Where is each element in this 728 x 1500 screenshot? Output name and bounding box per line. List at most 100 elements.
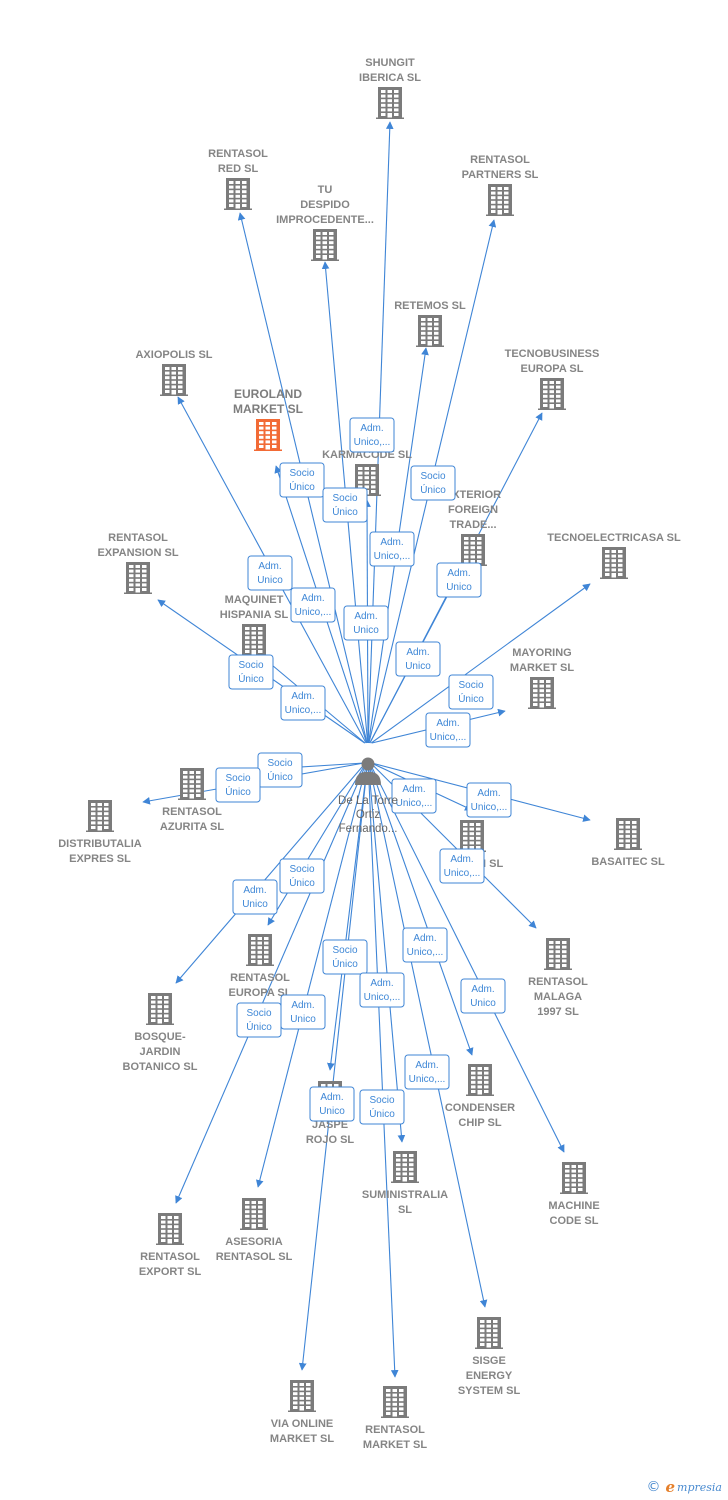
- badge-label: Unico,...: [409, 1074, 446, 1085]
- brand-name: mpresia: [677, 1480, 722, 1494]
- brand-initial: e: [665, 1478, 676, 1496]
- company-node-retemos[interactable]: RETEMOS SL: [394, 300, 466, 347]
- badge-label: Adm.: [291, 691, 314, 702]
- building-icon: [160, 364, 188, 396]
- badge-label: Adm.: [301, 593, 324, 604]
- relation-badge[interactable]: Adm.Unico,...: [359, 972, 405, 1008]
- badge-label: Adm.: [243, 885, 266, 896]
- person-icon: [355, 757, 381, 785]
- brand-footer[interactable]: © e mpresia: [646, 1478, 722, 1496]
- badge-label: Adm.: [360, 423, 383, 434]
- company-node-tu-despido[interactable]: TUDESPIDOIMPROCEDENTE...: [276, 184, 374, 261]
- company-node-exterior[interactable]: EXTERIORFOREIGNTRADE...: [445, 489, 501, 566]
- relation-badge[interactable]: Adm.Unico,...: [391, 778, 437, 814]
- company-label: RENTASOL: [162, 806, 222, 818]
- badge-label: Adm.: [320, 1092, 343, 1103]
- building-icon: [416, 315, 444, 347]
- company-label: RENTASOL: [470, 154, 530, 166]
- building-icon: [614, 818, 642, 850]
- badge-label: Único: [225, 785, 251, 798]
- company-label: MAYORING: [512, 647, 572, 659]
- relation-badge[interactable]: Adm.Unico,...: [290, 587, 336, 623]
- relation-badge[interactable]: Adm.Unico: [280, 994, 326, 1030]
- edge-sisge: [368, 762, 488, 1308]
- badge-label: Unico: [405, 661, 431, 672]
- building-icon: [288, 1380, 316, 1412]
- building-icon: [254, 419, 282, 451]
- company-node-basaitec[interactable]: BASAITEC SL: [591, 818, 665, 868]
- company-node-mayoring[interactable]: MAYORING MARKET SL: [510, 647, 574, 709]
- company-label: RENTASOL: [140, 1251, 200, 1263]
- relation-badge[interactable]: Adm.Unico,...: [425, 712, 471, 748]
- relation-badge[interactable]: Adm.Unico: [395, 641, 441, 677]
- edge-via-online: [298, 762, 369, 1371]
- company-label: MARKET SL: [270, 1433, 334, 1445]
- company-label: MARKET SL: [363, 1439, 427, 1451]
- badge-label: Adm.: [415, 1060, 438, 1071]
- company-label: IMPROCEDENTE...: [276, 214, 374, 226]
- relation-badge[interactable]: Adm.Unico: [247, 555, 293, 591]
- person-label: Ortiz: [356, 809, 381, 821]
- building-icon: [86, 800, 114, 832]
- relation-badge[interactable]: Adm.Unico,...: [280, 685, 326, 721]
- company-node-tecnoelectricasa[interactable]: TECNOELECTRICASA SL: [547, 532, 681, 579]
- relation-badge[interactable]: Adm.Unico: [343, 605, 389, 641]
- company-label: EUROPA SL: [521, 363, 584, 375]
- building-icon: [240, 624, 268, 656]
- badge-label: Socio: [289, 864, 314, 875]
- company-label: RENTASOL: [208, 148, 268, 160]
- relation-badge[interactable]: Adm.Unico: [436, 562, 482, 598]
- relation-badge[interactable]: Adm.Unico: [460, 978, 506, 1014]
- badge-label: Unico,...: [471, 802, 508, 813]
- relation-badge[interactable]: Adm.Unico,...: [466, 782, 512, 818]
- badge-label: Socio: [458, 680, 483, 691]
- person-node[interactable]: De La TorreOrtizFernando...: [338, 757, 398, 836]
- relation-badge[interactable]: Adm.Unico,...: [369, 531, 415, 567]
- company-node-axiopolis[interactable]: AXIOPOLIS SL: [135, 349, 213, 396]
- badge-label: Adm.: [291, 1000, 314, 1011]
- company-label: TECNOELECTRICASA SL: [547, 532, 681, 544]
- relation-badge[interactable]: Adm.Unico,...: [439, 848, 485, 884]
- company-label: ROJO SL: [306, 1134, 355, 1146]
- edge-condenser: [368, 762, 474, 1056]
- relation-badge[interactable]: Adm.Unico: [232, 879, 278, 915]
- badge-label: Único: [246, 1020, 272, 1033]
- relation-badge[interactable]: Adm.Unico,...: [402, 927, 448, 963]
- relation-badge[interactable]: Adm.Unico: [309, 1086, 355, 1122]
- relation-badge[interactable]: Adm. Unico,...: [404, 1054, 450, 1090]
- company-label: MARKET SL: [510, 662, 574, 674]
- relation-badge[interactable]: Adm.Unico,...: [349, 417, 395, 453]
